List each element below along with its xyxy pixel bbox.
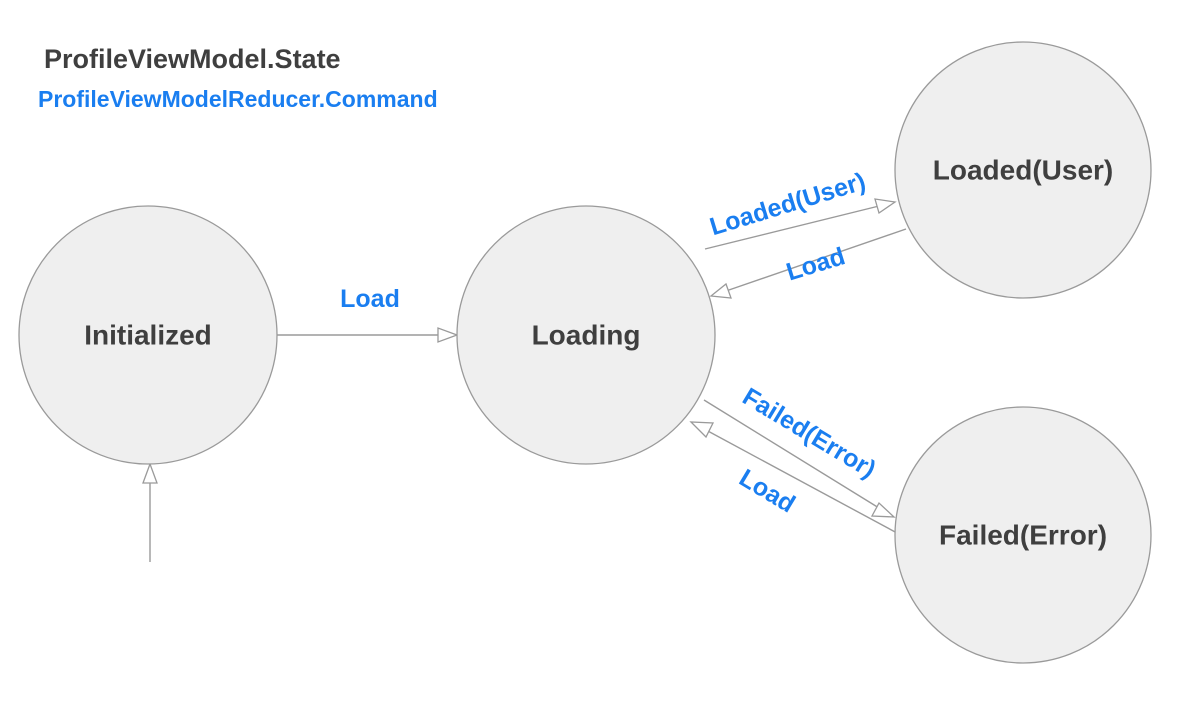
state-label-initialized: Initialized xyxy=(84,320,212,351)
edge-line-loaded-loading xyxy=(725,228,907,292)
state-circle-loaded[interactable] xyxy=(894,41,1152,299)
state-label-loading: Loading xyxy=(532,320,641,351)
legend-state-type: ProfileViewModel.State xyxy=(44,44,341,74)
legend: ProfileViewModel.State ProfileViewModelR… xyxy=(38,44,438,112)
state-circle-initialized[interactable] xyxy=(18,205,278,465)
edge-label-loading-loaded: Loaded(User) xyxy=(707,167,869,241)
arrow-head-failed-loading xyxy=(689,421,715,439)
state-circle-failed[interactable] xyxy=(894,406,1152,664)
edge-line-loading-loaded xyxy=(704,205,880,250)
arrow-head-loading-loaded xyxy=(874,198,897,215)
edge-line-loading-failed xyxy=(703,399,880,509)
edge-initialized-to-loading[interactable]: Load xyxy=(277,285,459,343)
edge-loading-to-loaded[interactable]: Loaded(User) xyxy=(704,167,897,250)
state-node-initialized[interactable]: Initialized xyxy=(18,205,278,465)
edge-label-failed-loading: Load xyxy=(734,464,800,519)
edge-loaded-to-loading[interactable]: Load xyxy=(709,228,907,299)
arrow-head-initialized-loading xyxy=(437,327,459,343)
entry-arrow-initialized xyxy=(142,462,158,562)
edge-label-loading-failed: Failed(Error) xyxy=(738,383,881,484)
state-node-loaded[interactable]: Loaded(User) xyxy=(894,41,1152,299)
edge-loading-to-failed[interactable]: Failed(Error) xyxy=(703,383,896,518)
arrow-head-loaded-loading xyxy=(709,282,732,299)
legend-command-type: ProfileViewModelReducer.Command xyxy=(38,86,438,112)
state-label-failed: Failed(Error) xyxy=(939,520,1107,551)
state-circle-loading[interactable] xyxy=(456,205,716,465)
edge-label-initialized-loading: Load xyxy=(340,285,400,313)
arrow-head-loading-failed xyxy=(870,501,896,518)
edge-label-loaded-loading: Load xyxy=(783,242,848,286)
state-node-failed[interactable]: Failed(Error) xyxy=(894,406,1152,664)
state-node-loading[interactable]: Loading xyxy=(456,205,716,465)
entry-arrow-head xyxy=(142,462,158,484)
edge-line-failed-loading xyxy=(705,429,898,534)
state-label-loaded: Loaded(User) xyxy=(933,155,1113,186)
